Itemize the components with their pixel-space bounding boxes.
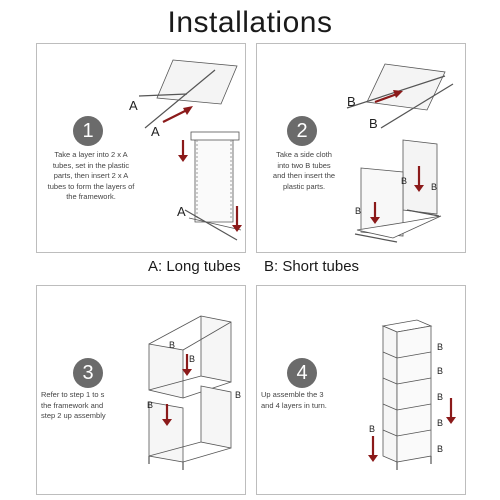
- step-3-panel: 3 Refer to step 1 to s the framework and…: [36, 285, 246, 495]
- step-2-text: Take a side cloth into two B tubes and t…: [272, 150, 336, 191]
- step-3-illustration: B B B B: [147, 315, 241, 470]
- step-4-label-b6: B: [369, 424, 375, 434]
- step-4-panel: 4 Up assemble the 3 and 4 layers in turn…: [256, 285, 466, 495]
- step-4-illustration: B B B B B B: [368, 319, 456, 470]
- step-3-text: Refer to step 1 to s the framework and s…: [41, 390, 106, 420]
- step-2-panel: 2 Take a side cloth into two B tubes and…: [256, 43, 466, 253]
- step-2-illustration: B B B B B: [346, 63, 454, 243]
- step-4-label-b4: B: [437, 418, 443, 428]
- step-3-label-b3: B: [147, 400, 153, 410]
- legend-short-tubes: B: Short tubes: [264, 258, 360, 275]
- step-4-label-b5: B: [437, 444, 443, 454]
- step-2-label-b2: B: [369, 116, 378, 131]
- step-2-label-b5: B: [355, 206, 361, 216]
- step-1-label-a1: A: [129, 98, 138, 113]
- step-3-label-b4: B: [235, 390, 241, 400]
- step-4-label-b3: B: [437, 392, 443, 402]
- step-1-text: Take a layer into 2 x A tubes, set in th…: [47, 150, 135, 201]
- page-title: Installations: [167, 6, 333, 39]
- step-1-panel: 1 Take a layer into 2 x A tubes, set in …: [36, 43, 246, 253]
- step-1-number: 1: [73, 116, 103, 146]
- step-1-label-a3: A: [177, 204, 186, 219]
- step-4-number: 4: [287, 358, 317, 388]
- step-2-label-b3: B: [401, 176, 407, 186]
- step-1-illustration: A A A: [129, 59, 242, 241]
- step-2-label-b1: B: [347, 94, 356, 109]
- step-3-label-b1: B: [169, 340, 175, 350]
- step-2-number: 2: [287, 116, 317, 146]
- step-2-label-b4: B: [431, 182, 437, 192]
- step-4-text: Up assemble the 3 and 4 layers in turn.: [261, 390, 327, 410]
- step-3-number: 3: [73, 358, 103, 388]
- legend-long-tubes: A: Long tubes: [148, 258, 241, 275]
- step-4-label-b2: B: [437, 366, 443, 376]
- step-4-label-b1: B: [437, 342, 443, 352]
- step-3-label-b2: B: [189, 354, 195, 364]
- step-1-label-a2: A: [151, 124, 160, 139]
